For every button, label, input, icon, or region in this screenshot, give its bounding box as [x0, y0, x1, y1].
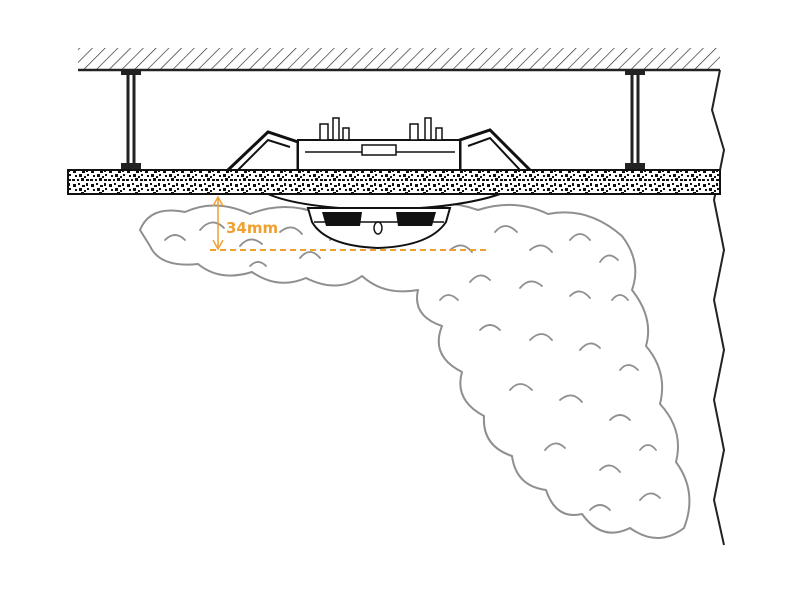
- right-wall: [710, 69, 726, 546]
- smoke-detector-icon: [267, 193, 501, 250]
- structural-ceiling: [78, 48, 720, 72]
- smoke-cloud-icon: [139, 202, 691, 539]
- ceiling-hanger-right: [625, 70, 645, 169]
- ceiling-hanger-left: [121, 70, 141, 169]
- detector-mounting-box: [226, 117, 532, 172]
- distance-measurement: 34mm: [210, 195, 488, 251]
- suspended-ceiling-tile: [67, 169, 721, 195]
- measurement-label: 34mm: [226, 219, 278, 237]
